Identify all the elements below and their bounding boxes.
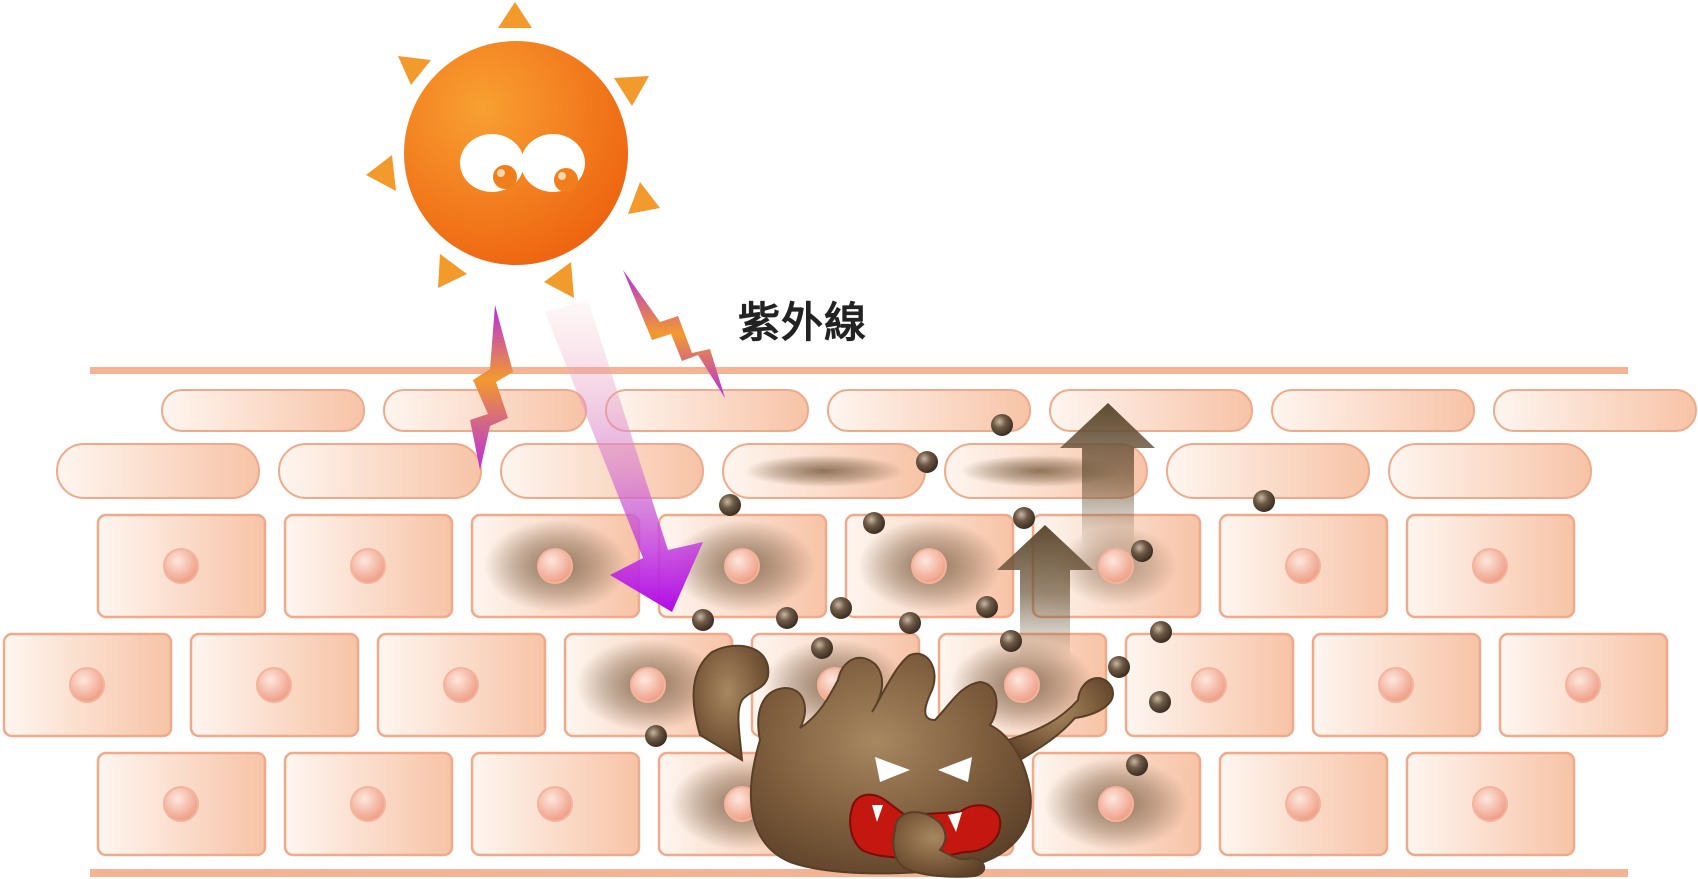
melanin-granules — [645, 414, 1275, 776]
melanocyte-monster-icon — [692, 644, 1114, 878]
uv-beam-arrow-icon — [545, 300, 703, 612]
upward-arrow-icon — [997, 525, 1093, 660]
uv-lightning-ray-icon — [623, 270, 725, 398]
uv-label: 紫外線 — [738, 298, 868, 347]
sun-with-eyes-icon — [366, 2, 660, 298]
flat-cell-row-1 — [161, 389, 1697, 432]
skin-surface-line — [90, 367, 1628, 374]
flat-cell-row-2 — [56, 443, 1592, 499]
upward-arrow-icon — [1060, 403, 1155, 548]
uv-lightning-ray-icon — [470, 305, 513, 470]
cell-nuclei — [69, 548, 1601, 822]
